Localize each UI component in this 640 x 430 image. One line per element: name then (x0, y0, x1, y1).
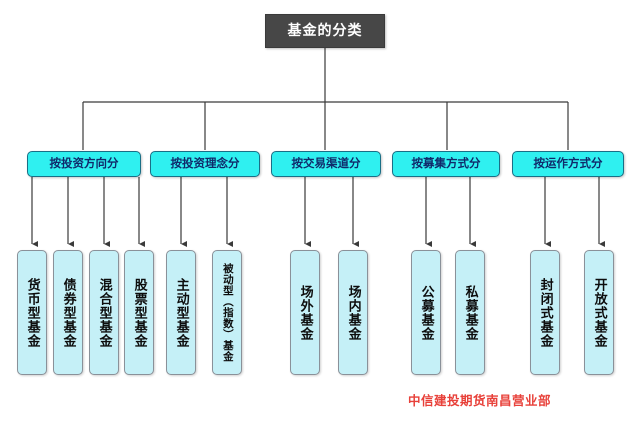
leaf-node-label: 债券型基金 (60, 277, 76, 348)
leaf-node-passive-index-fund[interactable]: 被动型（指数）基金 (212, 250, 242, 375)
leaf-node-open-end-fund[interactable]: 开放式基金 (584, 250, 614, 375)
leaf-node-label: 股票型基金 (131, 277, 147, 348)
category-node-label: 按交易渠道分 (291, 156, 361, 171)
watermark-text: 中信建投期货南昌营业部 (408, 393, 552, 408)
leaf-node-closed-end-fund[interactable]: 封闭式基金 (530, 250, 560, 375)
leaf-node-public-fund[interactable]: 公募基金 (411, 250, 441, 375)
category-node-by-operation-method[interactable]: 按运作方式分 (512, 151, 624, 177)
leaf-node-label: 混合型基金 (96, 277, 112, 348)
category-node-by-fundraising-method[interactable]: 按募集方式分 (392, 151, 500, 177)
category-node-by-trading-channel[interactable]: 按交易渠道分 (271, 151, 381, 177)
leaf-node-label: 公募基金 (418, 284, 434, 341)
leaf-node-otc-fund[interactable]: 场外基金 (290, 250, 320, 375)
leaf-node-label: 封闭式基金 (537, 277, 553, 348)
leaf-node-exchange-traded-fund[interactable]: 场内基金 (338, 250, 368, 375)
leaf-node-label: 场外基金 (297, 284, 313, 341)
leaf-node-label: 被动型（指数）基金 (221, 263, 234, 362)
category-node-label: 按投资方向分 (49, 156, 119, 171)
category-node-label: 按募集方式分 (411, 156, 481, 171)
leaf-node-bond-fund[interactable]: 债券型基金 (53, 250, 83, 375)
leaf-node-label: 开放式基金 (591, 277, 607, 348)
leaf-node-money-market-fund[interactable]: 货币型基金 (17, 250, 47, 375)
category-node-label: 按运作方式分 (533, 156, 603, 171)
root-node-fund-classification[interactable]: 基金的分类 (265, 14, 385, 48)
leaf-node-label: 主动型基金 (173, 277, 189, 348)
leaf-node-label: 货币型基金 (24, 277, 40, 348)
leaf-node-equity-fund[interactable]: 股票型基金 (124, 250, 154, 375)
leaf-node-hybrid-fund[interactable]: 混合型基金 (89, 250, 119, 375)
category-node-by-investment-philosophy[interactable]: 按投资理念分 (150, 151, 260, 177)
leaf-node-label: 场内基金 (345, 284, 361, 341)
category-node-by-investment-direction[interactable]: 按投资方向分 (27, 151, 141, 177)
leaf-node-label: 私募基金 (462, 284, 478, 341)
leaf-node-private-fund[interactable]: 私募基金 (455, 250, 485, 375)
root-node-label: 基金的分类 (287, 23, 363, 39)
category-node-label: 按投资理念分 (170, 156, 240, 171)
leaf-node-active-fund[interactable]: 主动型基金 (166, 250, 196, 375)
